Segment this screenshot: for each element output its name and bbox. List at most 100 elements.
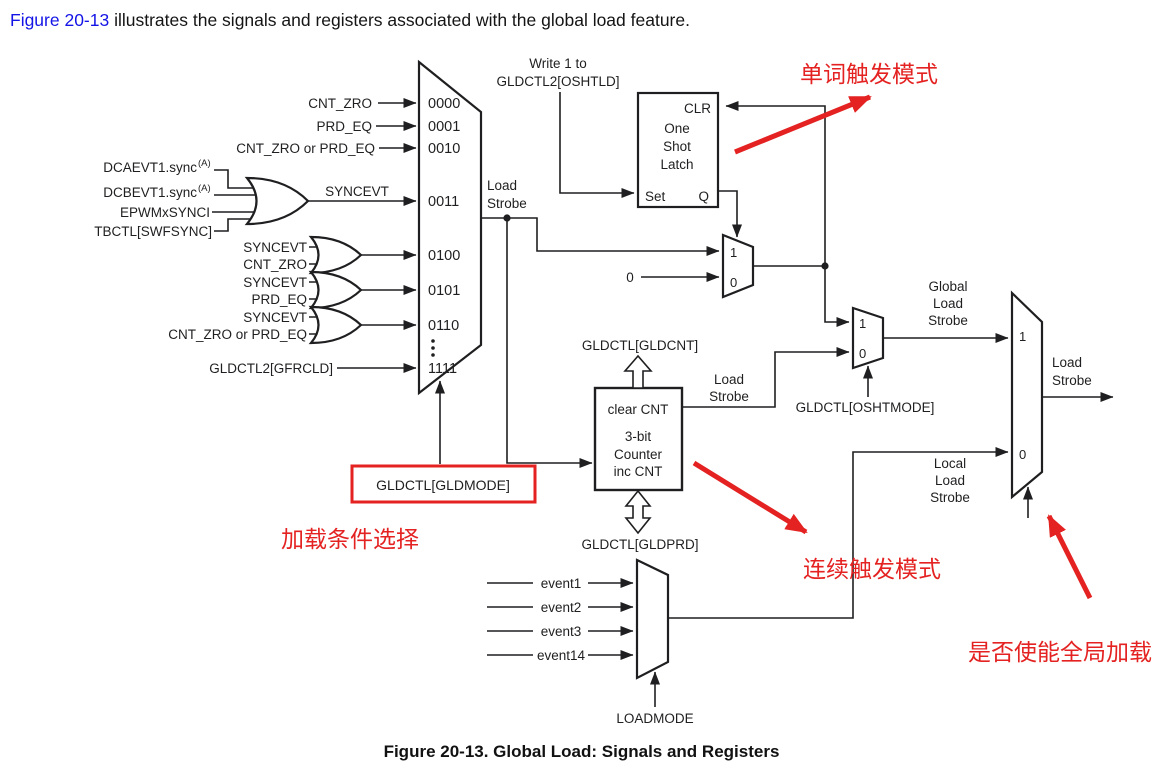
gldprd-register-label: GLDCTL[GLDPRD] <box>581 537 698 552</box>
oshtld-register-label: GLDCTL2[OSHTLD] <box>496 74 619 89</box>
mux-code-0011: 0011 <box>428 194 459 210</box>
enable-mux-0: 0 <box>1019 447 1026 462</box>
ellipsis-dot <box>431 346 435 350</box>
prdeq-label: PRD_EQ <box>316 119 372 134</box>
ellipsis-dot <box>431 353 435 357</box>
latch-name-2: Shot <box>663 139 691 154</box>
event1-label: event1 <box>541 576 582 591</box>
oshtmode-mux-0: 0 <box>859 346 866 361</box>
oshtmode-mux <box>851 306 885 370</box>
annotation-continuous-mode: 连续触发模式 <box>803 556 941 582</box>
intro-text: illustrates the signals and registers as… <box>109 10 690 30</box>
or-gate-2 <box>308 270 363 310</box>
latch-q-label: Q <box>698 189 709 204</box>
gldprd-arrow <box>624 489 652 535</box>
syncevt-label-2: SYNCEVT <box>243 275 307 290</box>
enable-mux-1: 1 <box>1019 329 1026 344</box>
annotation-arrow-oneshot <box>734 94 872 155</box>
latch-name-3: Latch <box>660 157 693 172</box>
global-load-strobe-1: Global <box>928 279 967 294</box>
mux-code-0010: 0010 <box>428 141 460 157</box>
cnt-or-prd-label: CNT_ZRO or PRD_EQ <box>236 141 375 156</box>
junction-dot <box>503 214 511 222</box>
load-strobe-label-3b: Strobe <box>1052 373 1092 388</box>
syncevt-out-label: SYNCEVT <box>325 184 389 199</box>
load-strobe-label-2a: Load <box>714 372 744 387</box>
annotation-arrow-continuous <box>692 460 808 535</box>
event-mux <box>635 558 670 680</box>
figure-link[interactable]: Figure 20-13 <box>10 10 110 30</box>
latch-set-label: Set <box>645 189 666 204</box>
latch-clr-label: CLR <box>684 101 711 116</box>
global-load-strobe-2: Load <box>933 296 963 311</box>
latch-name-1: One <box>664 121 690 136</box>
load-mode-mux <box>417 59 483 396</box>
annotation-global-enable: 是否使能全局加载 <box>968 639 1152 665</box>
gfrcld-label: GLDCTL2[GFRCLD] <box>209 361 333 376</box>
load-strobe-label-3a: Load <box>1052 355 1082 370</box>
mux-code-1111: 1111 <box>428 361 457 377</box>
dcbevt-label: DCBEVT1.sync <box>103 185 197 200</box>
intro-sentence: Figure 20-13 illustrates the signals and… <box>10 10 690 31</box>
event2-label: event2 <box>541 600 582 615</box>
dcaevt-sup: (A) <box>198 158 211 169</box>
load-strobe-label-1b: Strobe <box>487 196 527 211</box>
oneshot-mux-1: 1 <box>730 245 737 260</box>
local-load-strobe-1: Local <box>934 456 966 471</box>
one-shot-mux <box>721 233 755 299</box>
prdeq-label-2: PRD_EQ <box>251 292 307 307</box>
wire-clr-feedback <box>725 101 826 266</box>
dcbevt-sup: (A) <box>198 183 211 194</box>
ellipsis-dot <box>431 339 435 343</box>
wire-counter-load-strobe <box>682 347 850 408</box>
mux-code-0101: 0101 <box>428 283 460 299</box>
counter-line-2: 3-bit <box>625 429 652 444</box>
gldmode-register-label: GLDCTL[GLDMODE] <box>376 477 510 493</box>
local-load-strobe-2: Load <box>935 473 965 488</box>
gldmode-highlight-box <box>350 464 537 504</box>
write1-label: Write 1 to <box>529 56 587 71</box>
cntzro-label: CNT_ZRO <box>308 96 372 111</box>
annotation-load-condition: 加载条件选择 <box>281 526 419 552</box>
mux-code-0001: 0001 <box>428 119 460 135</box>
gldcnt-register-label: GLDCTL[GLDCNT] <box>582 338 698 353</box>
wire-q-out <box>718 190 742 238</box>
wire-oshtld-set <box>559 92 635 198</box>
cntzro-label-2: CNT_ZRO <box>243 257 307 272</box>
syncevt-label-1: SYNCEVT <box>243 240 307 255</box>
annotation-arrow-enable <box>1046 514 1093 600</box>
event14-label: event14 <box>537 648 586 663</box>
one-shot-latch-box <box>636 91 720 209</box>
local-load-strobe-3: Strobe <box>930 490 970 505</box>
epwmsync-label: EPWMxSYNCI <box>120 205 210 220</box>
wire-local-load-strobe <box>668 447 1009 619</box>
oshtmode-register-label: GLDCTL[OSHTMODE] <box>796 400 935 415</box>
mux-code-0110: 0110 <box>428 318 459 334</box>
dcaevt-label: DCAEVT1.sync <box>103 160 197 175</box>
counter-line-1: clear CNT <box>608 402 669 417</box>
global-load-strobe-3: Strobe <box>928 313 968 328</box>
wire-to-oshtmode-mux <box>824 266 850 327</box>
wire-to-oneshot-mux <box>507 217 720 256</box>
oneshot-mux-0: 0 <box>730 275 737 290</box>
const-zero-label: 0 <box>626 270 634 285</box>
tbctl-label: TBCTL[SWFSYNC] <box>94 224 212 239</box>
counter-box <box>593 386 684 492</box>
or-gate-sync <box>244 176 310 226</box>
or-gate-1 <box>308 235 363 275</box>
or-gate-3 <box>308 305 363 345</box>
wire-to-counter <box>506 218 593 468</box>
mux-code-0100: 0100 <box>428 248 460 264</box>
figure-caption: Figure 20-13. Global Load: Signals and R… <box>383 742 780 761</box>
junction-dot <box>821 262 829 270</box>
counter-line-3: Counter <box>614 447 663 462</box>
global-enable-mux <box>1010 290 1044 500</box>
wire-dcaevt <box>214 169 256 189</box>
annotation-oneshot-mode: 单词触发模式 <box>800 61 938 87</box>
loadmode-label: LOADMODE <box>616 711 693 726</box>
oshtmode-mux-1: 1 <box>859 316 866 331</box>
load-strobe-label-1a: Load <box>487 178 517 193</box>
wire-tbctl <box>214 218 256 232</box>
